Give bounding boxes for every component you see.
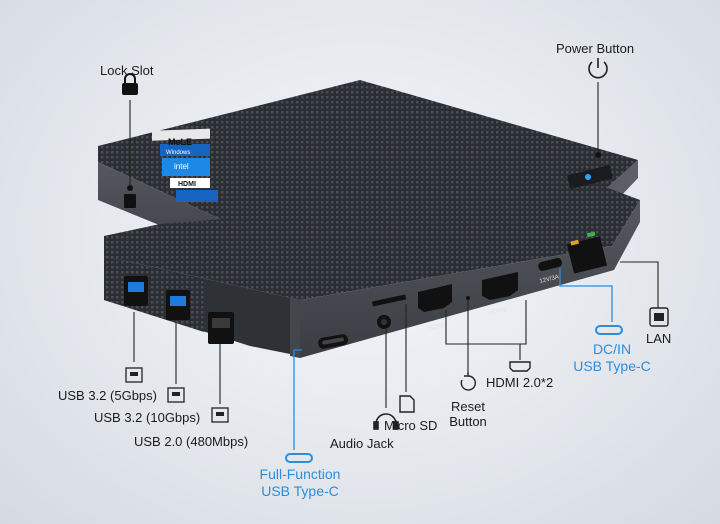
headphones-icon	[373, 413, 399, 430]
sticker-intel: intel	[174, 162, 189, 171]
sticker-panel	[152, 128, 218, 202]
usb-a-ports	[124, 276, 234, 344]
full-function-label-line2: USB Type-C	[261, 483, 339, 499]
lock-icon	[122, 73, 138, 95]
dc-in-port	[538, 258, 563, 271]
usb-a-icon-usb20	[211, 407, 229, 423]
reset-button-label: Reset Button	[440, 399, 496, 429]
micro-sd-icon	[399, 395, 415, 413]
brand-logo: MeLE	[168, 137, 192, 147]
hdmi-label: HDMI 2.0*2	[486, 375, 554, 390]
lock-slot-port	[124, 194, 136, 208]
hdmi-port-label-1: HDMI	[427, 322, 446, 332]
full-function-usbc-label: Full-Function USB Type-C	[246, 466, 354, 500]
lan-label: LAN	[646, 331, 672, 346]
hdmi-port-1	[418, 284, 452, 312]
dc-in-label-line2: USB Type-C	[573, 358, 651, 374]
dc-in-port-label: 12V/3A	[539, 274, 560, 285]
power-icon	[588, 58, 608, 79]
lan-icon	[649, 307, 669, 327]
usb-a-icon-5gbps	[125, 367, 143, 383]
full-function-usbc-icon	[285, 453, 313, 463]
hdmi-port-2	[482, 272, 518, 300]
sticker-hdmi: HDMI	[178, 181, 196, 188]
power-button-label: Power Button	[556, 41, 635, 56]
callout-lines	[129, 82, 659, 408]
reset-label-line1: Reset	[451, 399, 485, 414]
bottom-device-top-face	[104, 188, 640, 300]
usb32-5gbps-label: USB 3.2 (5Gbps)	[58, 388, 157, 403]
hdmi-icon	[509, 361, 531, 372]
dc-usbc-icon	[595, 325, 623, 335]
audio-jack-label: Audio Jack	[330, 436, 394, 451]
callout-lines-blue	[293, 268, 613, 450]
usb32-10gbps-label: USB 3.2 (10Gbps)	[94, 410, 201, 425]
usb20-label: USB 2.0 (480Mbps)	[134, 434, 249, 449]
reset-label-line2: Button	[449, 414, 487, 429]
dc-in-label-line1: DC/IN	[592, 341, 632, 357]
full-function-label-line1: Full-Function	[259, 466, 341, 482]
hdmi-port-label-2: HDMI	[487, 307, 506, 317]
dc-in-label: DC/IN USB Type-C	[560, 341, 664, 375]
micro-sd-port	[371, 294, 407, 307]
lock-slot-label: Lock Slot	[100, 63, 154, 78]
micro-sd-label: Micro SD	[384, 418, 438, 433]
reset-button-port	[466, 296, 470, 300]
lan-port	[566, 236, 608, 274]
reset-icon	[460, 372, 476, 391]
usb-a-icon-10gbps	[167, 387, 185, 403]
sticker-windows: Windows	[166, 150, 190, 156]
